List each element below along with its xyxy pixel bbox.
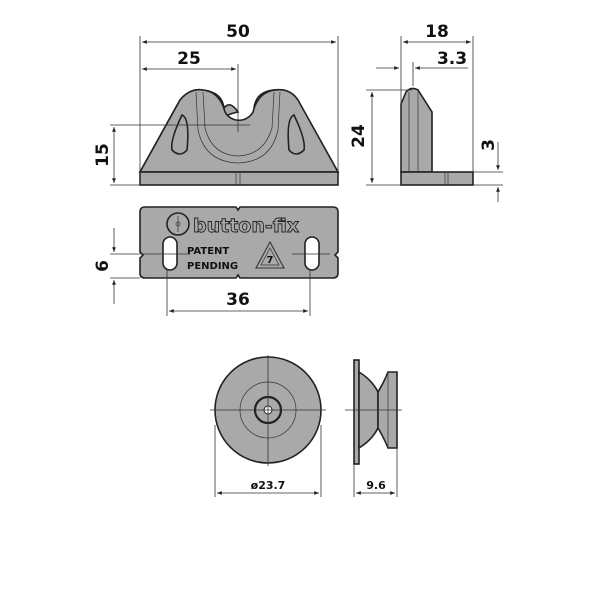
dim-width-50: 50 bbox=[226, 22, 250, 42]
dim-height-24: 24 bbox=[349, 124, 369, 148]
dim-slot-spacing-36: 36 bbox=[226, 290, 250, 310]
dim-half-width-25: 25 bbox=[177, 49, 201, 69]
dim-depth-18: 18 bbox=[425, 22, 449, 42]
recycle-code: 7 bbox=[267, 255, 274, 266]
dim-thickness-9-6: 9.6 bbox=[366, 479, 386, 492]
dim-offset-3-3: 3.3 bbox=[437, 49, 467, 69]
dim-base-3: 3 bbox=[479, 139, 499, 151]
front-view: 50 25 15 bbox=[93, 22, 340, 186]
patent-text: PATENT bbox=[187, 246, 229, 257]
recycle-icon bbox=[255, 240, 285, 269]
slot-right bbox=[304, 236, 320, 271]
pending-text: PENDING bbox=[187, 261, 238, 272]
slot-left bbox=[162, 236, 178, 271]
top-view: button-fix PATENT PENDING 7 6 36 bbox=[93, 206, 339, 316]
dim-slot-width-6: 6 bbox=[93, 260, 113, 272]
button-front-view: ø23.7 bbox=[210, 355, 326, 497]
dim-height-15: 15 bbox=[93, 143, 113, 167]
dim-diameter-23-7: ø23.7 bbox=[251, 479, 286, 492]
side-view: 18 3.3 24 3 bbox=[349, 22, 503, 202]
brand-logo: button-fix bbox=[193, 215, 299, 237]
bracket-base bbox=[139, 171, 339, 186]
button-side-view: 9.6 bbox=[345, 359, 402, 497]
